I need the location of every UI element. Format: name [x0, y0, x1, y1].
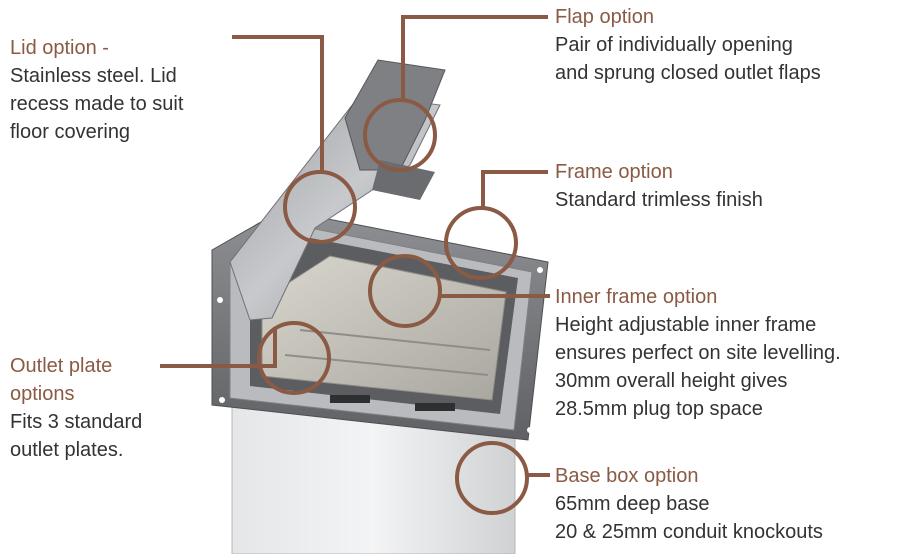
base-box-callout: Base box option 65mm deep base 20 & 25mm… [555, 462, 823, 546]
flap-desc-line: and sprung closed outlet flaps [555, 62, 821, 84]
lid-desc-line: Stainless steel. Lid [10, 65, 177, 87]
flap-callout-circle [363, 98, 437, 172]
base-box-title: Base box option [555, 465, 699, 487]
inner-frame-desc-line: ensures perfect on site levelling. [555, 342, 841, 364]
frame-title: Frame option [555, 161, 673, 183]
frame-desc-line: Standard trimless finish [555, 189, 763, 211]
lid-desc-line: recess made to suit [10, 93, 184, 115]
outlet-plate-desc-line: outlet plates. [10, 439, 124, 461]
lid-flap [344, 59, 446, 171]
inner-frame-desc-line: 28.5mm plug top space [555, 398, 763, 420]
flap-title: Flap option [555, 6, 654, 28]
frame-callout-circle [444, 206, 518, 280]
lid-title: Lid option - [10, 37, 109, 59]
flap-callout: Flap option Pair of individually opening… [555, 3, 821, 87]
outlet-plate-callout-circle [257, 321, 331, 395]
base-box-desc-line: 20 & 25mm conduit knockouts [555, 521, 823, 543]
lid-callout: Lid option - Stainless steel. Lid recess… [10, 34, 183, 146]
inner-frame-desc-line: Height adjustable inner frame [555, 314, 817, 336]
outlet-plate-title: Outlet plate [10, 355, 113, 377]
inner-frame-title: Inner frame option [555, 286, 718, 308]
inner-frame [261, 255, 507, 401]
base-box-callout-circle [455, 441, 529, 515]
base-box-desc-line: 65mm deep base [555, 493, 710, 515]
flange-hole [527, 427, 533, 433]
outlet-plate-desc-line: Fits 3 standard [10, 411, 143, 433]
outlet-terminal [330, 395, 370, 403]
inner-frame-callout-circle [368, 254, 442, 328]
outlet-plate-leader-line [160, 327, 277, 368]
inner-frame-callout: Inner frame option Height adjustable inn… [555, 283, 841, 423]
inner-frame-desc-line: 30mm overall height gives [555, 370, 788, 392]
outlet-terminal [415, 403, 455, 411]
frame-callout: Frame option Standard trimless finish [555, 158, 763, 214]
lid-desc-line: floor covering [10, 121, 131, 143]
flange-hole [219, 397, 225, 403]
flange-hole [537, 267, 543, 273]
flap-leader-line [401, 15, 548, 100]
lid-callout-circle [283, 170, 357, 244]
outlet-plate-callout: Outlet plate options Fits 3 standard out… [10, 352, 142, 464]
flange-hole [217, 297, 223, 303]
lid-hinge-edge [372, 160, 435, 200]
frame-leader-line [481, 170, 548, 208]
outlet-plate-title-2: options [10, 383, 75, 405]
flap-desc-line: Pair of individually opening [555, 34, 793, 56]
lid-leader-line [232, 35, 324, 172]
